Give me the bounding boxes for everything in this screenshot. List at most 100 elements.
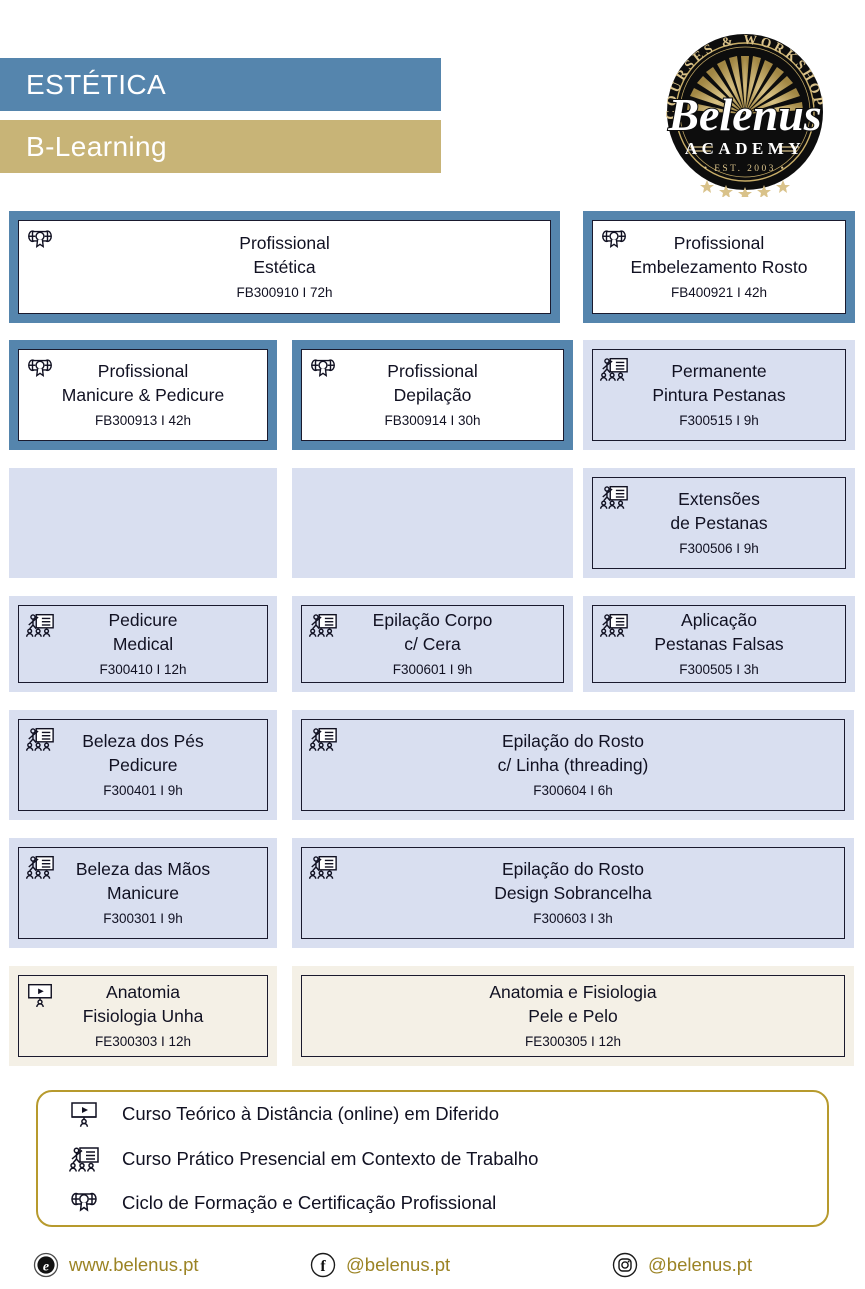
svg-text:Belenus: Belenus <box>667 89 821 140</box>
course-code-duration: F300506 I 9h <box>679 540 759 556</box>
svg-text:ACADEMY: ACADEMY <box>685 139 805 158</box>
page-title: ESTÉTICA <box>26 68 167 100</box>
facebook-icon: f <box>310 1252 336 1278</box>
course-title-line: Profissional <box>239 233 330 254</box>
footer: e www.belenus.pt f @belenus.pt @belenus.… <box>0 1252 865 1289</box>
certificate-icon <box>25 356 55 382</box>
practical-icon <box>308 726 338 752</box>
practical-icon <box>599 612 629 638</box>
course-title-line: Anatomia e Fisiologia <box>489 982 657 1003</box>
course-code-duration: F300505 I 3h <box>679 661 759 677</box>
web-icon: e <box>33 1252 59 1278</box>
course-title-line: Medical <box>112 634 174 654</box>
legend-item: Ciclo de Formação e Certificação Profiss… <box>68 1185 827 1221</box>
practical-icon <box>308 854 338 880</box>
footer-website[interactable]: e www.belenus.pt <box>33 1252 199 1278</box>
practical-icon <box>599 484 629 510</box>
empty-placeholder-block <box>9 468 277 578</box>
course-title-line: Pele e Pelo <box>528 1006 618 1026</box>
page-title-bar: ESTÉTICA <box>0 58 441 111</box>
practical-icon <box>599 357 628 381</box>
certificate-icon <box>28 359 52 378</box>
course-title-line: Epilação Corpo <box>372 610 493 631</box>
practical-icon <box>25 726 55 752</box>
course-title-line: Epilação do Rosto <box>501 859 645 880</box>
course-title-line: Beleza dos Pés <box>82 731 204 752</box>
course-title-line: Profissional <box>387 361 478 382</box>
practical-icon <box>25 854 55 880</box>
practical-icon <box>25 612 55 638</box>
svg-text:• EST. 2003 •: • EST. 2003 • <box>704 164 787 174</box>
legend-label: Curso Teórico à Distância (online) em Di… <box>122 1102 500 1124</box>
course-code-duration: FB300913 I 42h <box>94 412 192 428</box>
footer-label: @belenus.pt <box>346 1254 451 1275</box>
course-code-duration: FE300303 I 12h <box>94 1033 192 1049</box>
legend-box: Curso Teórico à Distância (online) em Di… <box>36 1090 829 1227</box>
course-title-line: Epilação do Rosto <box>501 731 645 752</box>
course-code-duration: F300410 I 12h <box>99 661 187 677</box>
course-title-line: Design Sobrancelha <box>494 883 652 903</box>
online-course-icon <box>71 1102 97 1127</box>
course-title-line: c/ Linha (threading) <box>497 755 649 775</box>
course-title-line: Extensões <box>678 489 760 510</box>
course-title-line: c/ Cera <box>404 634 461 654</box>
practical-icon <box>308 613 337 637</box>
course-code-duration: FE300305 I 12h <box>524 1033 622 1049</box>
course-code-duration: F300401 I 9h <box>103 782 183 798</box>
course-title-line: Profissional <box>97 361 189 382</box>
legend-label: Ciclo de Formação e Certificação Profiss… <box>122 1192 497 1214</box>
legend-item: Curso Teórico à Distância (online) em Di… <box>68 1096 827 1132</box>
practical-icon <box>599 485 628 509</box>
online-course-icon <box>25 982 55 1008</box>
course-title-line: Manicure & Pedicure <box>61 385 225 405</box>
course-code-duration: F300601 I 9h <box>392 661 473 677</box>
facebook-icon: f <box>310 1252 336 1278</box>
footer-facebook[interactable]: f @belenus.pt <box>310 1252 450 1278</box>
course-title-line: Pintura Pestanas <box>652 385 786 405</box>
course-title-line: Pestanas Falsas <box>654 634 784 654</box>
page-subtitle-bar: B-Learning <box>0 120 441 173</box>
practical-icon <box>308 855 337 879</box>
certificate-icon <box>28 230 52 249</box>
certificate-icon <box>71 1192 97 1212</box>
course-code-duration: FB300910 I 72h <box>236 284 333 300</box>
svg-text:e: e <box>43 1260 49 1275</box>
certificate-icon <box>308 356 338 382</box>
course-code-duration: F300301 I 9h <box>103 910 183 926</box>
practical-icon <box>25 727 54 751</box>
footer-instagram[interactable]: @belenus.pt <box>612 1252 752 1278</box>
course-title-line: Beleza das Mãos <box>75 859 211 880</box>
certificate-icon <box>602 230 626 249</box>
course-title-line: Depilação <box>393 385 472 405</box>
footer-label: www.belenus.pt <box>69 1254 199 1275</box>
course-title-line: Manicure <box>107 883 179 903</box>
